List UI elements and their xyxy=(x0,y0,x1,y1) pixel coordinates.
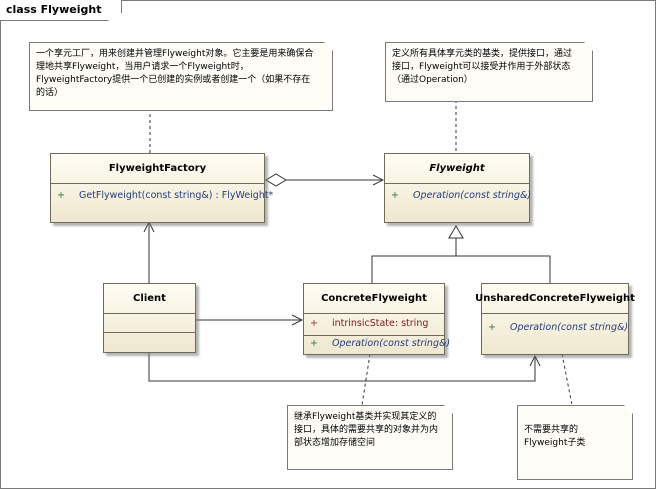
operations-compartment: + Operation(const string&) xyxy=(482,314,628,353)
attribute-row: + intrinsicState: string xyxy=(310,318,438,329)
visibility-marker: + xyxy=(310,338,318,349)
concrete-note: 继承Flyweight基类并实现其定义的接口，具体的需要共享的对象并为内部状态增… xyxy=(287,405,453,470)
generalization-triangle xyxy=(448,225,464,239)
client-unshared-association xyxy=(148,352,535,382)
class-unshared-concrete-flyweight[interactable]: UnsharedConcreteFlyweight + Operation(co… xyxy=(475,283,635,355)
operation-signature: Operation(const string&) xyxy=(331,338,451,349)
class-name: FlyweightFactory xyxy=(51,154,264,184)
class-name: Client xyxy=(104,284,195,314)
concrete-note-anchor xyxy=(361,353,371,406)
diagram-frame-label: class Flyweight xyxy=(0,0,123,21)
operations-compartment xyxy=(104,333,195,351)
operation-row: + Operation(const string&) xyxy=(310,338,450,349)
flyweight-note-text: 定义所有具体享元类的基类，提供接口，通过接口，Flyweight可以接受并作用于… xyxy=(392,49,573,85)
visibility-marker: + xyxy=(57,190,65,201)
class-concrete-flyweight[interactable]: ConcreteFlyweight + intrinsicState: stri… xyxy=(303,283,450,355)
visibility-marker: + xyxy=(310,318,318,329)
class-name: ConcreteFlyweight xyxy=(304,284,444,314)
operation-signature: GetFlyweight(const string&) : FlyWeight* xyxy=(78,190,274,201)
operations-compartment: + Operation(const string&) xyxy=(304,336,450,353)
generalization-lines xyxy=(371,238,551,283)
concrete-note-text: 继承Flyweight基类并实现其定义的接口，具体的需要共享的对象并为内部状态增… xyxy=(294,412,439,448)
attributes-compartment xyxy=(104,314,195,333)
factory-note: 一个享元工厂，用来创建并管理Flyweight对象。它主要是用来确保合理地共享F… xyxy=(29,42,333,111)
unshared-note-anchor xyxy=(561,353,573,406)
operation-signature: Operation(const string&) xyxy=(412,190,532,201)
flyweight-note: 定义所有具体享元类的基类，提供接口，通过接口，Flyweight可以接受并作用于… xyxy=(385,42,593,102)
class-flyweight[interactable]: Flyweight + Operation(const string&) xyxy=(384,153,531,223)
factory-note-text: 一个享元工厂，用来创建并管理Flyweight对象。它主要是用来确保合理地共享F… xyxy=(36,49,314,98)
operation-row: + Operation(const string&) xyxy=(391,190,531,201)
operation-signature: Operation(const string&) xyxy=(509,322,629,333)
operation-row: + Operation(const string&) xyxy=(488,322,628,333)
attributes-compartment: + intrinsicState: string xyxy=(304,314,444,336)
operations-compartment: + GetFlyweight(const string&) : FlyWeigh… xyxy=(51,184,273,215)
visibility-marker: + xyxy=(391,190,399,201)
aggregation-diamond xyxy=(265,173,287,187)
unshared-note: 不需要共享的Flyweight子类 xyxy=(517,405,633,480)
visibility-marker: + xyxy=(488,322,496,333)
unshared-note-text: 不需要共享的Flyweight子类 xyxy=(524,425,586,448)
class-flyweight-factory[interactable]: FlyweightFactory + GetFlyweight(const st… xyxy=(50,153,273,223)
operations-compartment: + Operation(const string&) xyxy=(385,184,531,215)
class-client[interactable]: Client xyxy=(103,283,196,353)
attribute-signature: intrinsicState: string xyxy=(331,318,429,329)
class-name: UnsharedConcreteFlyweight xyxy=(475,284,635,314)
class-name: Flyweight xyxy=(385,154,529,184)
operation-row: + GetFlyweight(const string&) : FlyWeigh… xyxy=(57,190,273,201)
